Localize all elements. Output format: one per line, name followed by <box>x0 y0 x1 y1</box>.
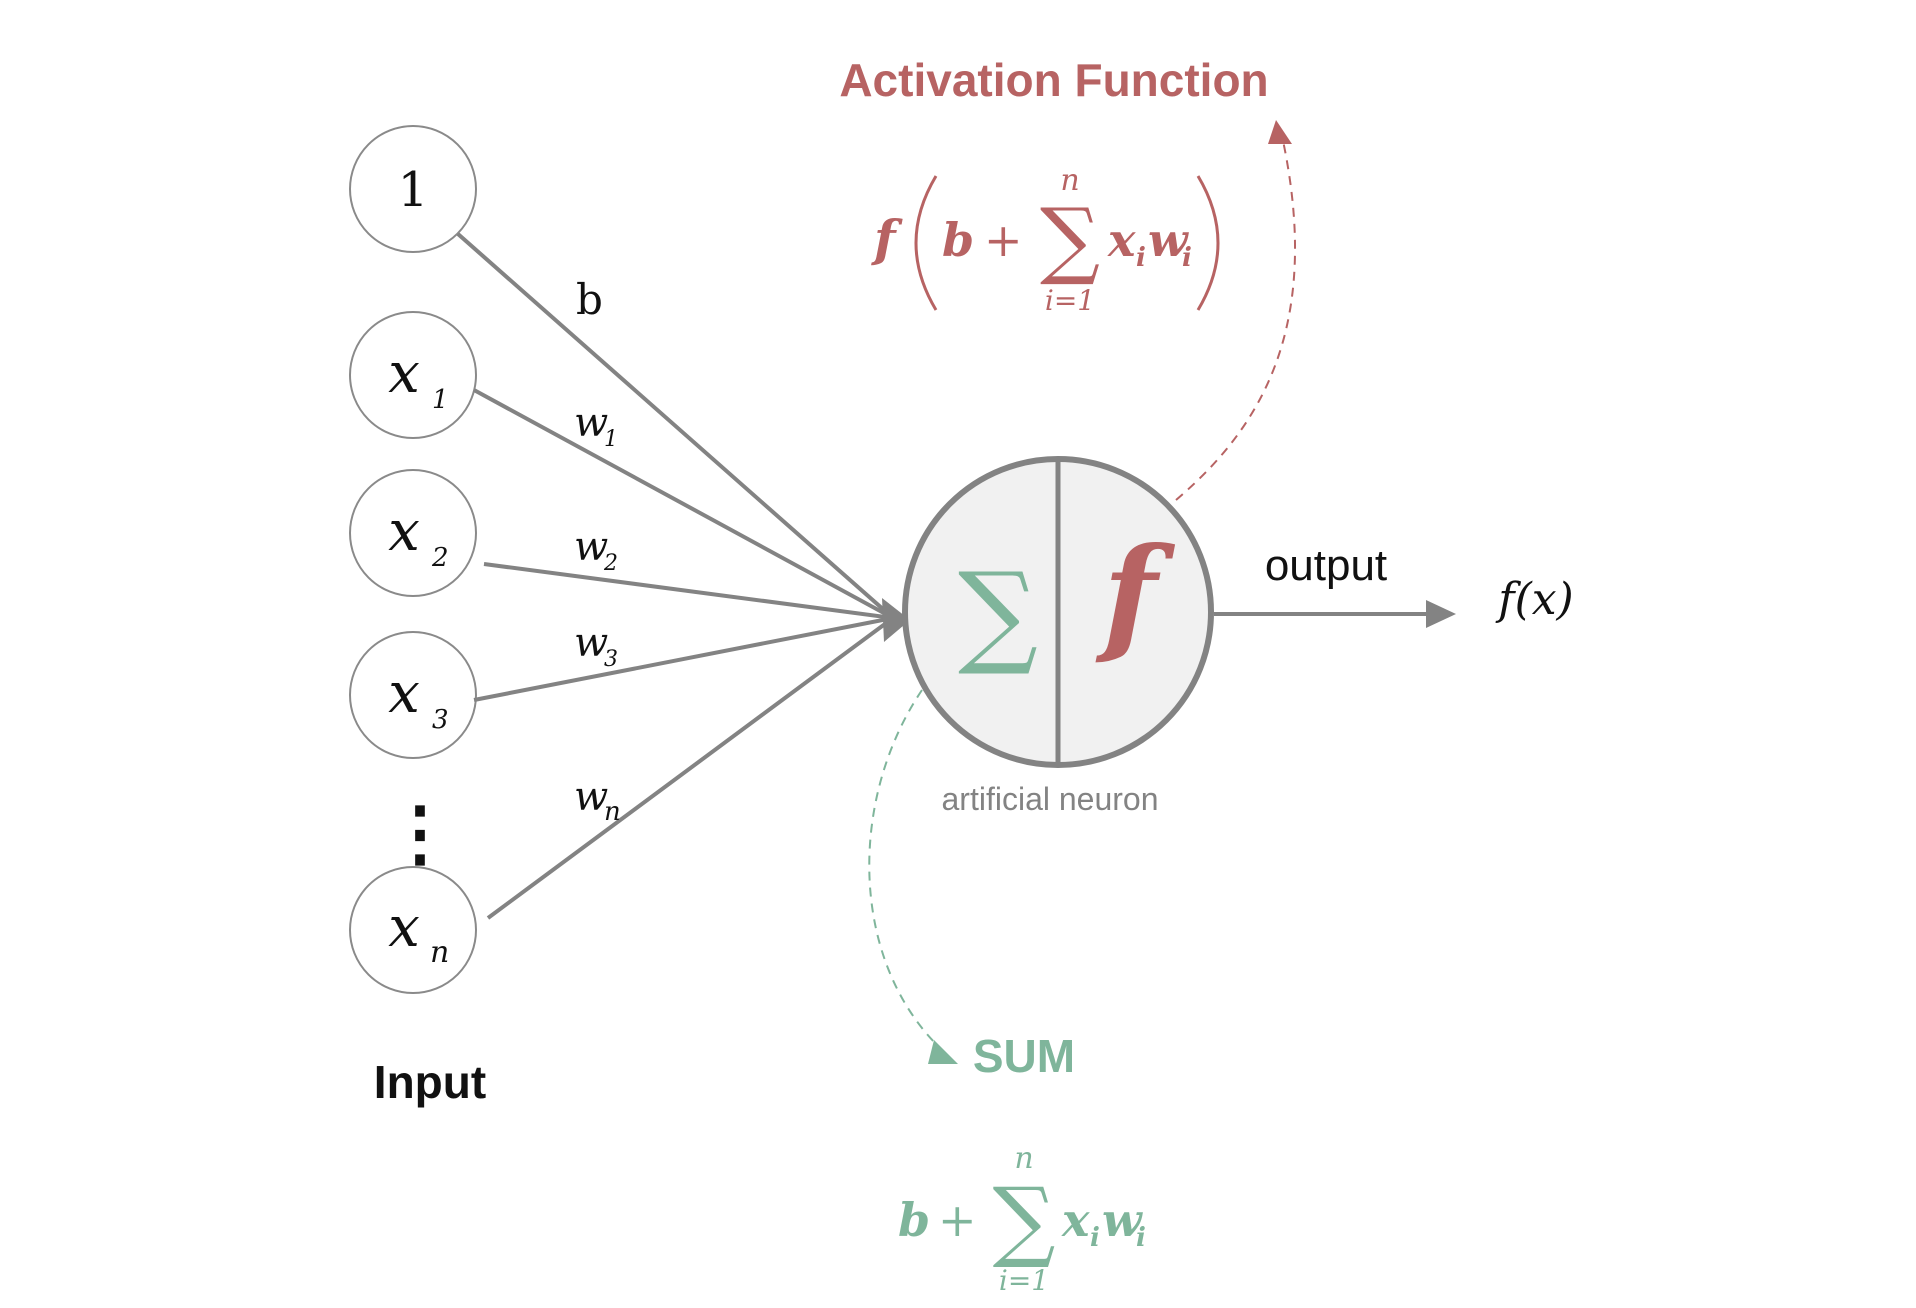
connections <box>456 232 895 920</box>
weight-label-wn-sub: n <box>604 797 621 827</box>
sum-formula-sigma: ∑ <box>993 1168 1056 1271</box>
weight-label-w2-sub: 2 <box>603 551 618 576</box>
weight-label-w1-sub: 1 <box>604 427 618 452</box>
input-node-bias: 1 <box>349 125 477 253</box>
activation-formula-x: x <box>1107 213 1136 267</box>
input-node-xn-sub: n <box>430 935 449 970</box>
sum-formula-lower: i=1 <box>999 1264 1049 1297</box>
activation-formula-wi: i <box>1182 243 1192 273</box>
input-node-x2-sub: 2 <box>431 543 449 573</box>
weight-labels: b w 1 w 2 w 3 w n <box>574 275 621 827</box>
ellipsis: ⋮ <box>384 790 456 875</box>
output-arrowhead <box>1426 600 1456 628</box>
connection-x1 <box>473 388 894 620</box>
input-node-x1: x 1 <box>349 311 477 439</box>
output-label: output <box>1265 541 1387 590</box>
input-nodes: 1 x 1 x 2 x 3 ⋮ x n <box>349 125 477 994</box>
sum-formula-plus: + <box>938 1193 977 1247</box>
input-node-bias-label: 1 <box>398 162 429 218</box>
activation-arrowhead <box>1268 120 1292 144</box>
weight-label-wn: w <box>574 774 608 820</box>
connection-x3 <box>473 616 894 702</box>
input-node-x2-label: x <box>388 499 420 564</box>
neuron-caption: artificial neuron <box>942 781 1159 817</box>
sum-formula-b: b <box>898 1193 930 1247</box>
connection-bias <box>456 232 895 620</box>
activation-formula-b: b <box>942 213 974 267</box>
weight-label-b: b <box>576 275 603 324</box>
weight-label-w3: w <box>574 620 608 666</box>
input-node-xn: x n <box>349 866 477 994</box>
activation-formula-w: w <box>1148 213 1189 267</box>
input-node-x3-label: x <box>388 661 420 726</box>
sum-arrowhead <box>928 1040 958 1064</box>
activation-dashed-arrow <box>1175 135 1296 501</box>
weight-label-w1: w <box>574 400 608 446</box>
activation-function-label: Activation Function <box>839 54 1268 106</box>
activation-formula-f: f <box>871 209 903 268</box>
activation-formula-plus: + <box>984 213 1023 267</box>
activation-formula-upper: n <box>1060 163 1079 198</box>
sum-formula-x: x <box>1061 1193 1090 1247</box>
sum-formula: b + n ∑ i=1 x i w i <box>898 1141 1146 1297</box>
output-result: f(x) <box>1495 574 1573 625</box>
sum-label: SUM <box>973 1030 1075 1082</box>
activation-formula-sigma: ∑ <box>1040 190 1100 288</box>
sum-formula-w: w <box>1102 1193 1143 1247</box>
sum-formula-upper: n <box>1014 1141 1033 1176</box>
connections-arrowhead <box>882 598 910 642</box>
input-node-x1-label: x <box>388 341 420 406</box>
activation-formula-lower: i=1 <box>1045 284 1095 317</box>
sum-dashed-arrow <box>868 689 941 1049</box>
connection-xn <box>486 616 895 920</box>
sum-formula-wi: i <box>1136 1223 1146 1253</box>
activation-right-paren <box>1196 175 1220 311</box>
input-node-xn-label: x <box>388 895 420 960</box>
activation-formula-xi: i <box>1136 243 1146 273</box>
input-node-x3-sub: 3 <box>432 705 449 735</box>
input-label: Input <box>374 1056 486 1108</box>
weight-label-w3-sub: 3 <box>604 647 618 672</box>
activation-left-paren <box>914 175 938 311</box>
sum-formula-xi: i <box>1090 1223 1100 1253</box>
input-node-x2: x 2 <box>349 469 477 597</box>
neuron-sum-symbol: ∑ <box>958 549 1038 679</box>
weight-label-w2: w <box>574 524 608 570</box>
input-node-x1-sub: 1 <box>432 385 449 415</box>
input-node-x3: x 3 <box>349 631 477 759</box>
artificial-neuron: ∑ f <box>902 456 1214 768</box>
connection-x2 <box>483 562 894 620</box>
activation-formula: f b + n ∑ i=1 x i w i <box>871 163 1220 317</box>
